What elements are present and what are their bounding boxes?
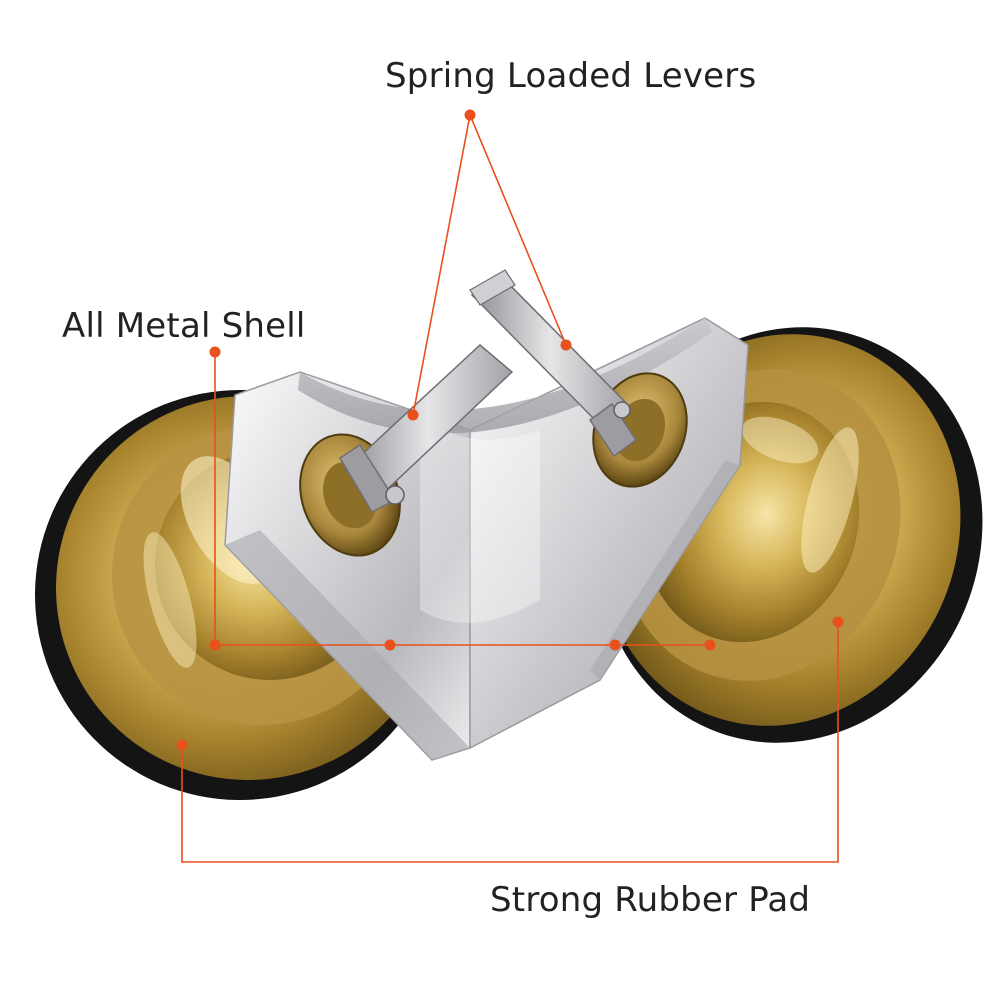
callout-line-springs-right <box>469 114 567 346</box>
callout-dot <box>609 639 621 651</box>
callout-dot <box>176 739 188 751</box>
label-all-metal-shell: All Metal Shell <box>62 306 306 346</box>
callout-dot <box>407 409 419 421</box>
spring-loaded-levers <box>338 269 638 513</box>
callout-dot <box>209 346 221 358</box>
callout-line-springs-left <box>412 114 471 416</box>
callout-dot <box>464 109 476 121</box>
callout-dot <box>832 616 844 628</box>
callout-line-pad <box>181 622 839 863</box>
callout-dot <box>384 639 396 651</box>
callout-dots <box>176 109 844 751</box>
callout-dot <box>704 639 716 651</box>
callout-dot <box>209 639 221 651</box>
label-strong-rubber-pad: Strong Rubber Pad <box>490 880 811 920</box>
label-spring-loaded-levers: Spring Loaded Levers <box>385 56 757 96</box>
callout-dot <box>560 339 572 351</box>
